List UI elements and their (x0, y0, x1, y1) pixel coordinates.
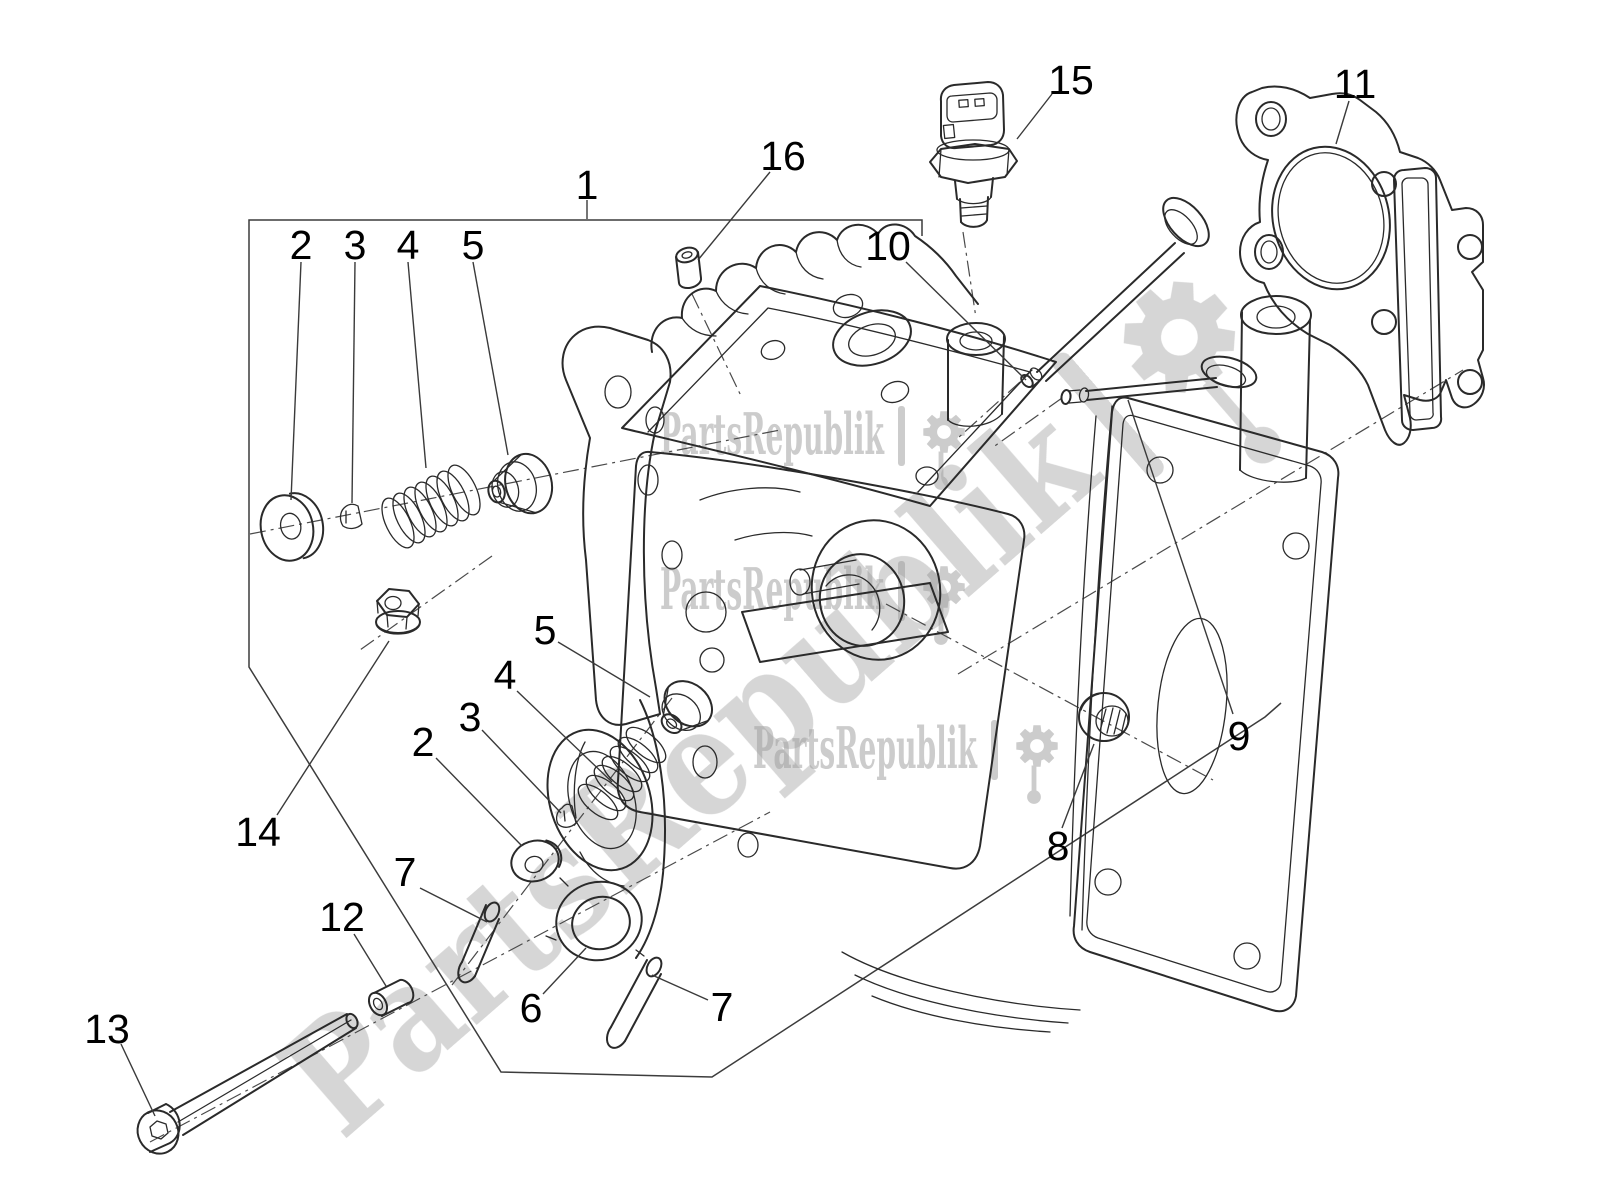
callout-labels: 1 2 3 4 5 16 15 11 10 9 8 14 2 3 4 5 7 1… (84, 57, 1376, 1052)
callout-12: 12 (319, 894, 365, 940)
head-gasket (1235, 85, 1485, 446)
callout-14: 14 (235, 809, 281, 855)
watermark-text: PartsRepublik (753, 715, 978, 782)
callout-13: 13 (84, 1006, 130, 1052)
flanged-nut (375, 588, 421, 635)
watermark-row-2: PartsRepublik (660, 556, 965, 645)
spring-retainer-washer-upper (259, 492, 325, 562)
watermark-bar (1052, 352, 1164, 478)
valve-spring-upper (381, 464, 481, 549)
callout-5: 5 (462, 222, 485, 268)
valve-stem-seal-upper (487, 452, 554, 515)
centering-pin (675, 246, 703, 290)
watermark-row-3: PartsRepublik (753, 715, 1058, 804)
callout-3: 3 (344, 222, 367, 268)
exhaust-valve (1060, 355, 1258, 405)
intake-valve (1020, 196, 1210, 389)
gear-icon (1016, 725, 1058, 804)
callout-4b: 4 (494, 652, 517, 698)
watermark-text: PartsRepublik (660, 556, 885, 623)
needle-bearing (1078, 692, 1130, 742)
watermark-text: PartsRepublik (660, 401, 885, 468)
spring-retainer-washer-lower (510, 839, 563, 883)
callout-2b: 2 (412, 719, 435, 765)
group-boundary-outline (248, 219, 1282, 1078)
callout-2: 2 (290, 222, 313, 268)
valve-stem-seal-lower (660, 680, 713, 735)
callout-16: 16 (760, 133, 806, 179)
dowel-pin-right (606, 956, 663, 1049)
adjuster-ring (545, 877, 645, 962)
callout-11: 11 (1334, 61, 1377, 107)
callout-7b: 7 (711, 984, 734, 1030)
callout-15: 15 (1048, 57, 1094, 103)
callout-5b: 5 (534, 607, 557, 653)
callout-7a: 7 (394, 849, 417, 895)
socket-head-bolt (136, 1012, 359, 1155)
callout-10: 10 (865, 223, 911, 269)
callout-4: 4 (397, 222, 420, 268)
valve-spring-lower (577, 726, 667, 821)
leader-lines (120, 93, 1350, 1117)
cylinder-head (546, 223, 1340, 1033)
watermark-bar (898, 406, 905, 466)
temperature-sensor (929, 81, 1018, 228)
callout-8: 8 (1047, 823, 1070, 869)
callout-1: 1 (576, 162, 599, 208)
callout-6: 6 (520, 985, 543, 1031)
callout-3b: 3 (459, 694, 482, 740)
callout-9: 9 (1228, 713, 1251, 759)
valve-cotter-lower (555, 803, 577, 828)
dowel-pin-left (457, 901, 501, 984)
valve-cotter-upper (339, 503, 363, 530)
spacer-bush (367, 978, 415, 1017)
